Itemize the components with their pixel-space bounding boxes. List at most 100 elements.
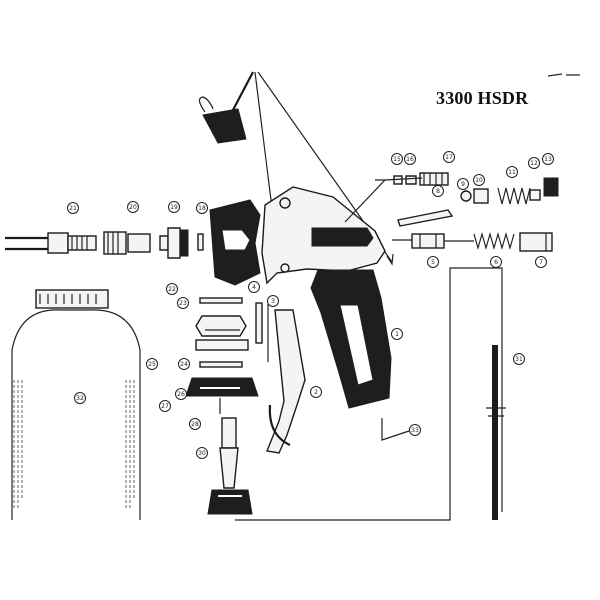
callout-label: 22: [168, 286, 176, 293]
callout-label: 10: [475, 177, 483, 184]
callout-circle: [74, 392, 86, 404]
callout-circle: [196, 447, 208, 459]
callout-label: 2: [314, 389, 318, 396]
scan-smudge: [547, 73, 580, 77]
callout-9: 9: [457, 178, 469, 190]
handle-window: [339, 304, 374, 386]
callout-label: 18: [198, 205, 206, 212]
callout-circle: [67, 202, 79, 214]
callout-circle: [457, 178, 469, 190]
callout-13: 13: [542, 153, 554, 165]
callout-30: 30: [196, 447, 208, 459]
callout-circle: [535, 256, 547, 268]
callout-circle: [177, 297, 189, 309]
callout-label: 7: [539, 259, 543, 266]
callout-11: 11: [506, 166, 518, 178]
trigger: [266, 309, 306, 454]
callout-label: 16: [406, 156, 414, 163]
inlet-filter-housing: [159, 227, 204, 259]
swivel-fitting: [103, 231, 151, 255]
callout-20: 20: [127, 201, 139, 213]
callout-7: 7: [535, 256, 547, 268]
callout-circle: [391, 328, 403, 340]
hose-assembly: [5, 232, 97, 254]
callout-label: 27: [161, 403, 169, 410]
callout-label: 32: [76, 395, 84, 402]
callout-4: 4: [248, 281, 260, 293]
callout-12: 12: [528, 157, 540, 169]
callout-27: 27: [159, 400, 171, 412]
callout-circle: [175, 388, 187, 400]
callout-label: 20: [129, 204, 137, 211]
trigger-hook: [268, 404, 291, 447]
callout-25: 25: [146, 358, 158, 370]
callout-23: 23: [177, 297, 189, 309]
callout-21: 21: [67, 202, 79, 214]
leader-line: [381, 418, 413, 441]
callout-circle: [473, 174, 485, 186]
callout-33: 33: [409, 424, 421, 436]
callout-circle: [391, 153, 403, 165]
callout-16: 16: [404, 153, 416, 165]
valve-stack: [185, 297, 259, 414]
leader-line: [384, 177, 423, 181]
callout-label: 13: [544, 156, 552, 163]
callout-circle: [506, 166, 518, 178]
callout-circle: [528, 157, 540, 169]
callout-circle: [127, 201, 139, 213]
callout-2: 2: [310, 386, 322, 398]
callout-label: 30: [198, 450, 206, 457]
oil-can-icon: [198, 71, 254, 144]
callout-17: 17: [443, 151, 455, 163]
callout-label: 17: [445, 154, 453, 161]
callout-15: 15: [391, 153, 403, 165]
callout-circle: [443, 151, 455, 163]
callout-22: 22: [166, 283, 178, 295]
callout-label: 28: [191, 421, 199, 428]
callout-circle: [168, 201, 180, 213]
callout-label: 15: [393, 156, 401, 163]
leader-line: [344, 179, 387, 223]
gun-frame: [261, 186, 386, 285]
callout-circle: [432, 185, 444, 197]
callout-label: 6: [494, 259, 498, 266]
callout-circle: [178, 358, 190, 370]
callout-circle: [542, 153, 554, 165]
callout-circle: [189, 418, 201, 430]
callout-circle: [409, 424, 421, 436]
callout-28: 28: [189, 418, 201, 430]
callout-label: 5: [431, 259, 435, 266]
callout-label: 26: [177, 391, 185, 398]
callout-label: 24: [180, 361, 188, 368]
callout-label: 4: [252, 284, 256, 291]
trigger-pin: [255, 302, 263, 344]
callout-10: 10: [473, 174, 485, 186]
callout-31: 31: [513, 353, 525, 365]
hose-path-line: [235, 267, 503, 521]
manifold-port: [221, 229, 251, 251]
callout-8: 8: [432, 185, 444, 197]
callout-label: 33: [411, 427, 419, 434]
lower-nozzle-parts: [392, 231, 553, 252]
callout-5: 5: [427, 256, 439, 268]
callout-circle: [427, 256, 439, 268]
callout-circle: [166, 283, 178, 295]
callout-1: 1: [391, 328, 403, 340]
callout-label: 25: [148, 361, 156, 368]
callout-24: 24: [178, 358, 190, 370]
callout-circle: [248, 281, 260, 293]
fluid-container: [11, 289, 141, 520]
callout-circle: [146, 358, 158, 370]
callout-circle: [310, 386, 322, 398]
diagram-title: 3300 HSDR: [436, 88, 529, 108]
callout-label: 1: [395, 331, 399, 338]
callout-label: 31: [515, 356, 523, 363]
callout-32: 32: [74, 392, 86, 404]
callout-26: 26: [175, 388, 187, 400]
callout-label: 8: [436, 188, 440, 195]
callout-label: 3: [271, 298, 275, 305]
callout-label: 21: [69, 205, 77, 212]
